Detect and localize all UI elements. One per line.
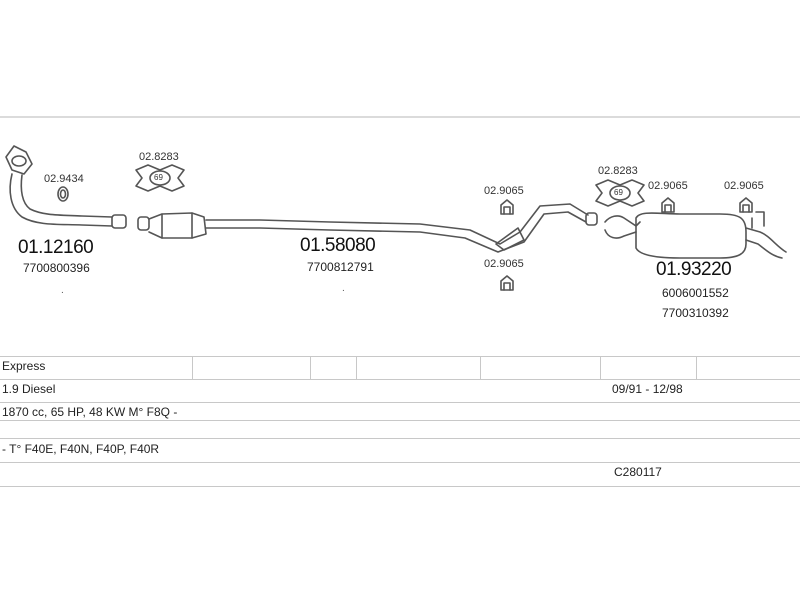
vehicle-model: Express [2,359,46,373]
table-divider [480,356,481,379]
table-rule [0,438,800,439]
rear-silencer [585,211,787,259]
clamp-front-code: 02.9434 [44,173,84,185]
table-rule [0,486,800,487]
vehicle-types: - T° F40E, F40N, F40P, F40R [2,442,160,456]
front-clamp [57,186,69,202]
rear-hanger-2 [739,197,753,213]
front-pipe [5,145,127,229]
table-rule [0,420,800,421]
front-pipe-note: . [61,285,64,296]
front-gasket [135,164,185,192]
rear-silencer-oem-1: 6006001552 [662,286,729,300]
gasket-front-code: 02.8283 [139,151,179,163]
hanger-rear-1-code: 02.9065 [648,180,688,192]
rear-silencer-part-number: 01.93220 [656,259,732,280]
table-divider [310,356,311,379]
table-rule [0,379,800,380]
middle-hanger-bottom [500,275,514,291]
vehicle-engine: 1.9 Diesel [2,382,56,396]
rear-hanger-1 [661,197,675,213]
catalog-reference: C280117 [614,465,662,479]
middle-pipe-oem: 7700812791 [307,260,374,274]
vehicle-production-years: 09/91 - 12/98 [612,382,683,396]
table-rule [0,356,800,357]
middle-hanger-top [500,199,514,215]
hanger-middle-bottom-code: 02.9065 [484,258,524,270]
front-pipe-part-number: 01.12160 [18,237,94,258]
middle-pipe [137,203,589,253]
table-divider [696,356,697,379]
rear-silencer-oem-2: 7700310392 [662,306,729,320]
vehicle-spec: 1870 cc, 65 HP, 48 KW M° F8Q - [2,405,178,419]
table-rule [0,462,800,463]
hanger-rear-2-code: 02.9065 [724,180,764,192]
hanger-middle-top-code: 02.9065 [484,185,524,197]
gasket-rear-code: 02.8283 [598,165,638,177]
table-divider [356,356,357,379]
table-rule [0,402,800,403]
middle-pipe-note: . [342,283,345,294]
front-gasket-badge: 69 [154,173,163,182]
rear-gasket-badge: 69 [614,188,623,197]
front-pipe-oem: 7700800396 [23,261,90,275]
middle-pipe-part-number: 01.58080 [300,235,376,256]
rear-gasket [595,179,645,207]
table-divider [192,356,193,379]
table-divider [600,356,601,379]
